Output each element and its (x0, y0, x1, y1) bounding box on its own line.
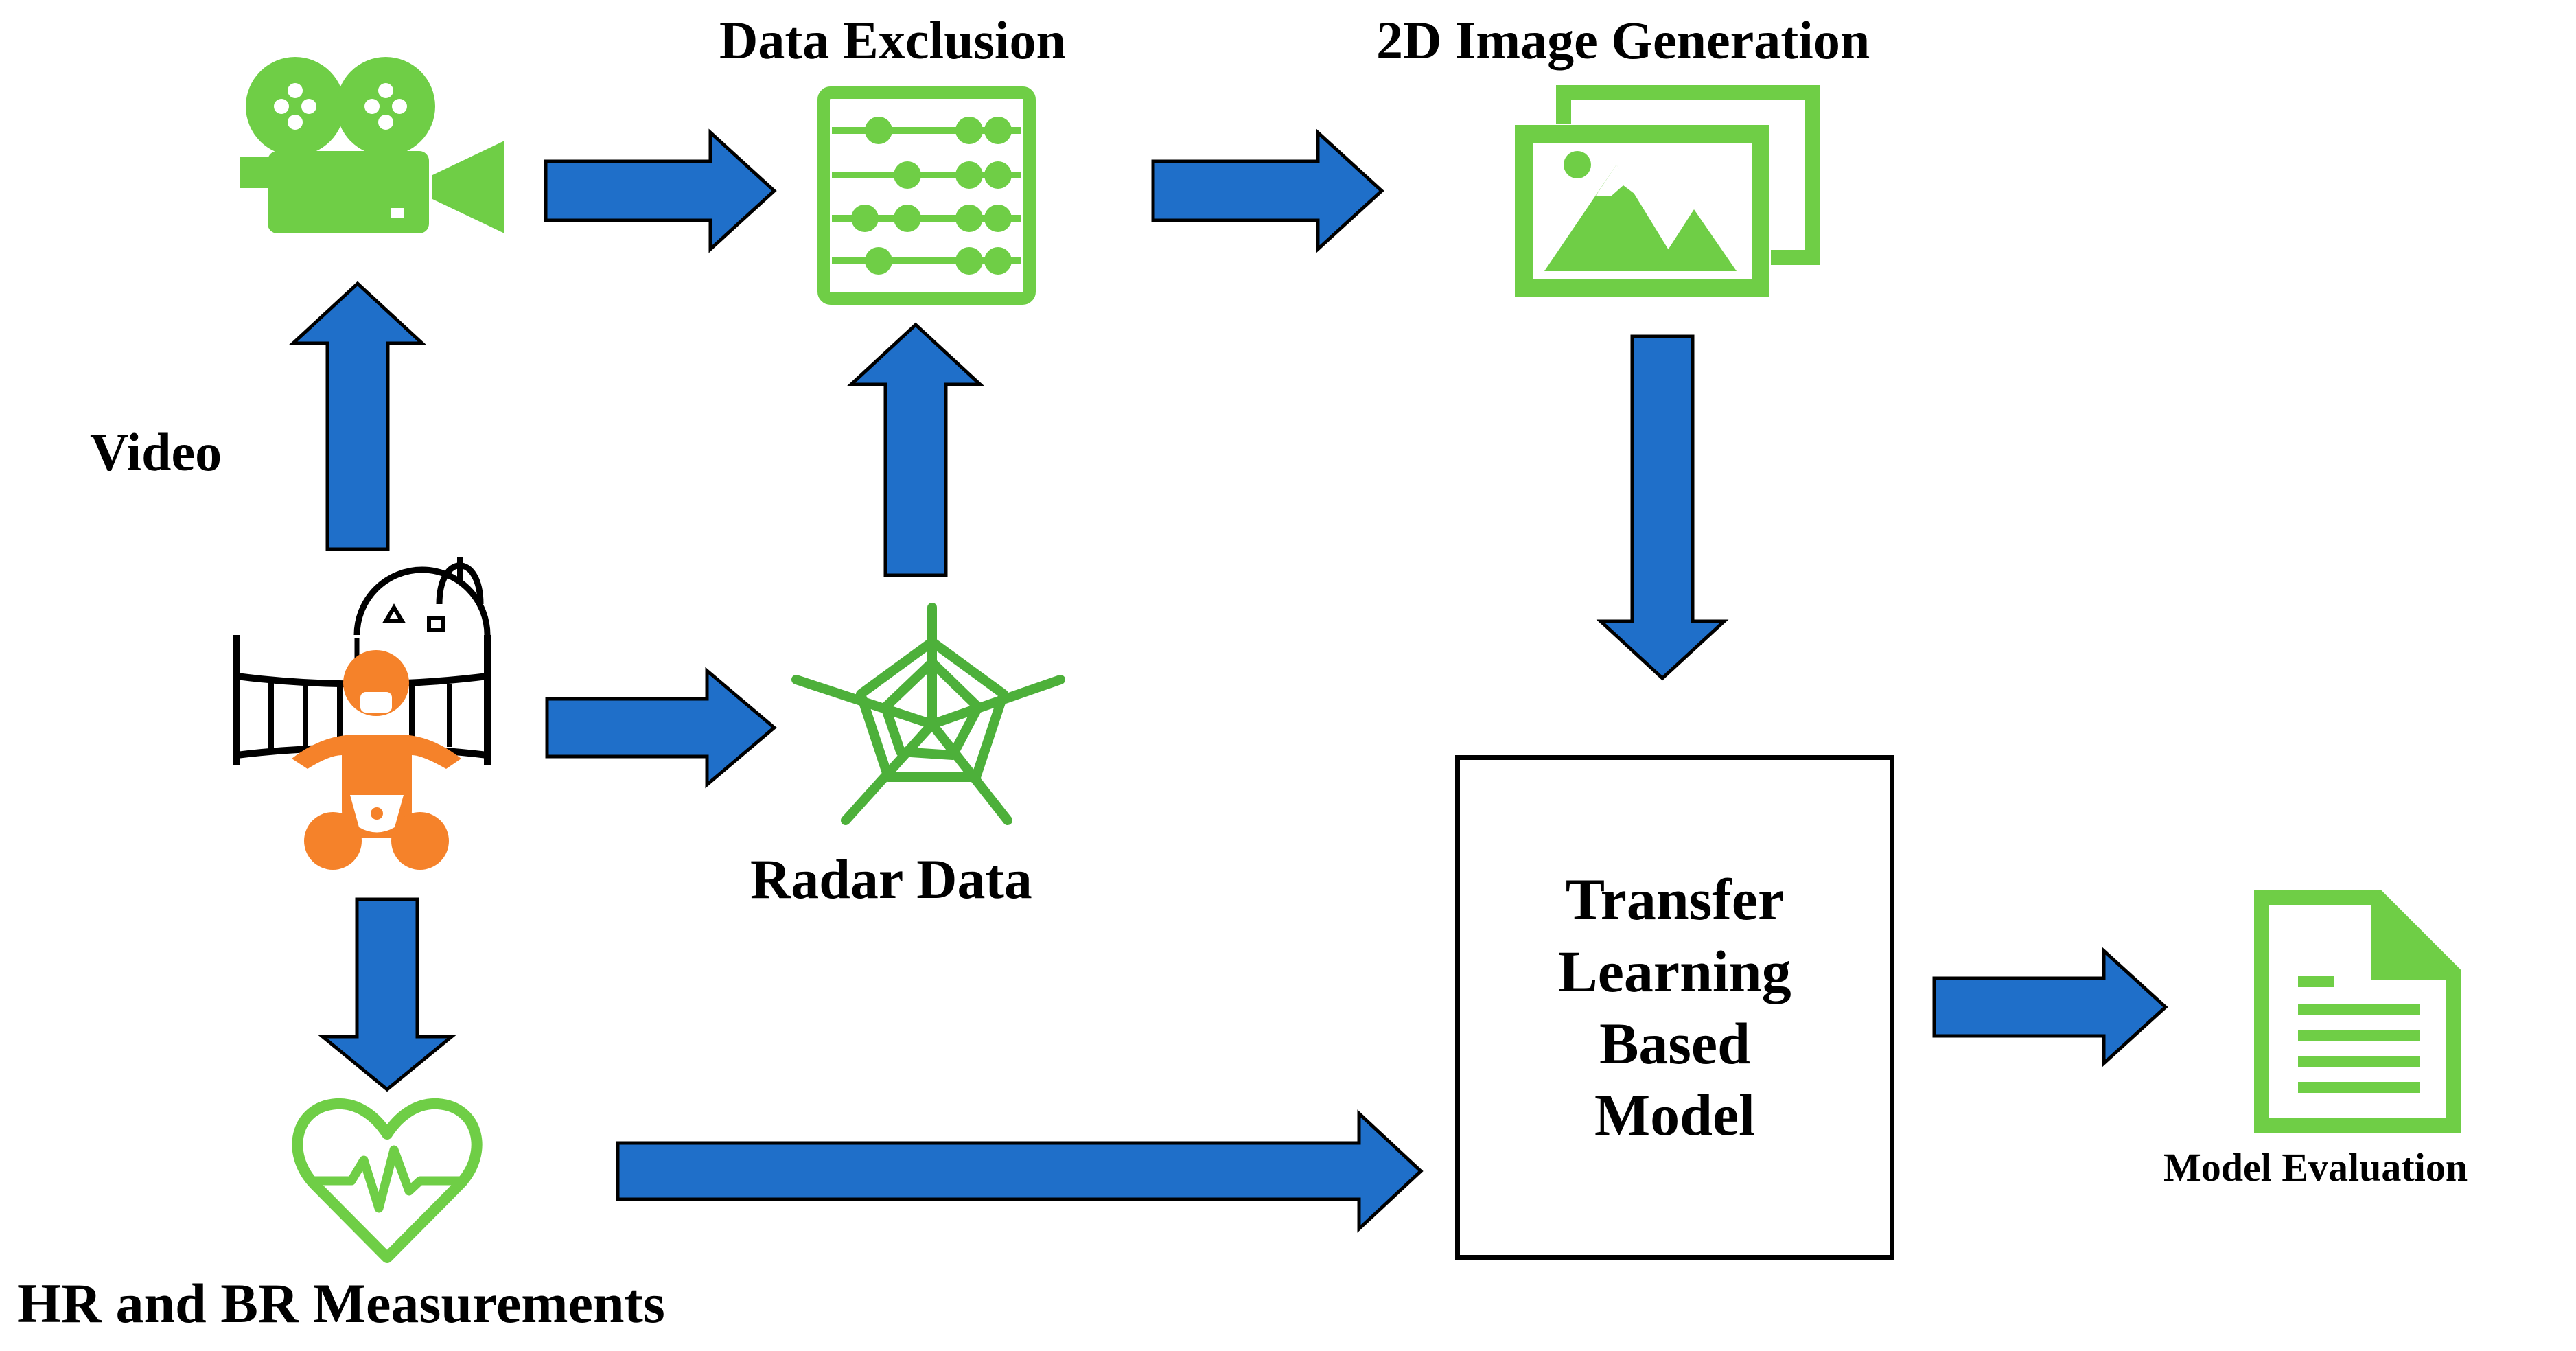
document-icon (2254, 890, 2461, 1133)
heartbeat-icon (292, 1098, 483, 1263)
arrow-exclusion-to-image (1151, 128, 1384, 253)
model-box-label: Transfer Learning Based Model (1558, 866, 1791, 1148)
abacus-icon (817, 86, 1036, 305)
arrow-video-to-exclusion (544, 128, 777, 253)
arrow-baby-to-hrbr (318, 897, 456, 1092)
arrow-radar-to-exclusion (846, 322, 985, 577)
arrow-baby-to-radar (545, 667, 777, 789)
image-generation-label: 2D Image Generation (1376, 10, 1870, 70)
radar-data-label: Radar Data (750, 848, 1032, 910)
arrow-image-to-model (1596, 334, 1729, 681)
hr-br-measurements-label: HR and BR Measurements (17, 1272, 665, 1335)
arrow-hrbr-to-model (616, 1109, 1424, 1233)
model-evaluation-label: Model Evaluation (2163, 1145, 2468, 1190)
arrow-model-to-evaluation (1932, 947, 2168, 1067)
baby-crib-icon (233, 557, 491, 870)
arrow-baby-to-video (288, 281, 427, 551)
data-exclusion-label: Data Exclusion (719, 10, 1066, 70)
image-gallery-icon (1513, 85, 1820, 297)
video-camera-icon (240, 57, 504, 233)
video-label: Video (90, 422, 222, 482)
transfer-learning-model-box: Transfer Learning Based Model (1455, 755, 1894, 1260)
radar-chart-icon (791, 603, 1065, 825)
